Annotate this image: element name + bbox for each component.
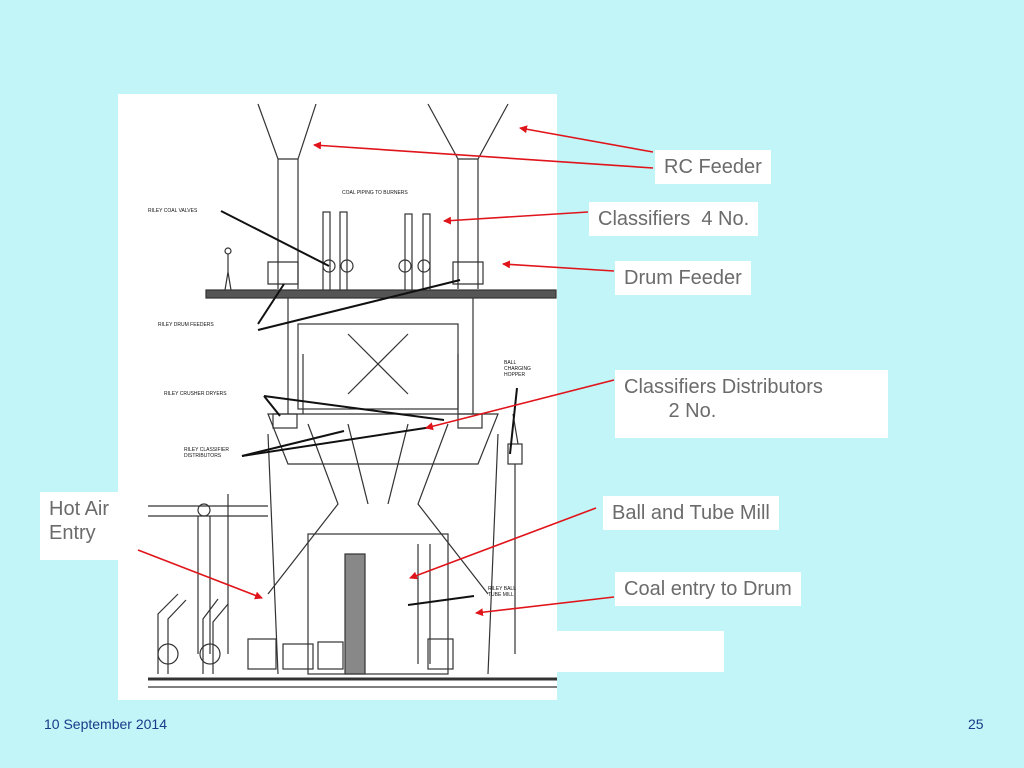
page-number: 25 xyxy=(968,716,984,732)
drum-feeders-label: RILEY DRUM FEEDERS xyxy=(158,322,214,328)
white-patch xyxy=(557,631,724,672)
callout-hot-air: Hot Air Entry xyxy=(40,492,126,560)
classifier-distributors-label: RILEY CLASSIFIER DISTRIBUTORS xyxy=(184,447,229,459)
callout-classifier-distributors: Classifiers Distributors 2 No. xyxy=(615,370,888,438)
mill-drawing: COAL PIPING TO BURNERS RILEY COAL VALVES… xyxy=(118,94,557,700)
coal-valves-label: RILEY COAL VALVES xyxy=(148,208,198,214)
callout-classifiers: Classifiers 4 No. xyxy=(589,202,759,236)
callout-ball-tube-mill: Ball and Tube Mill xyxy=(603,496,779,530)
ball-tube-mill-label: RILEY BALL TUBE MILL xyxy=(488,586,516,598)
callout-drum-feeder: Drum Feeder xyxy=(615,261,751,295)
callout-coal-entry: Coal entry to Drum xyxy=(615,572,801,606)
ball-hopper-label: BALL CHARGING HOPPER xyxy=(504,360,531,378)
footer-date: 10 September 2014 xyxy=(44,716,167,732)
callout-rc-feeder: RC Feeder xyxy=(655,150,771,184)
coal-piping-label: COAL PIPING TO BURNERS xyxy=(342,190,408,196)
crusher-dryers-label: RILEY CRUSHER DRYERS xyxy=(164,391,227,397)
mill-schematic xyxy=(148,103,557,688)
